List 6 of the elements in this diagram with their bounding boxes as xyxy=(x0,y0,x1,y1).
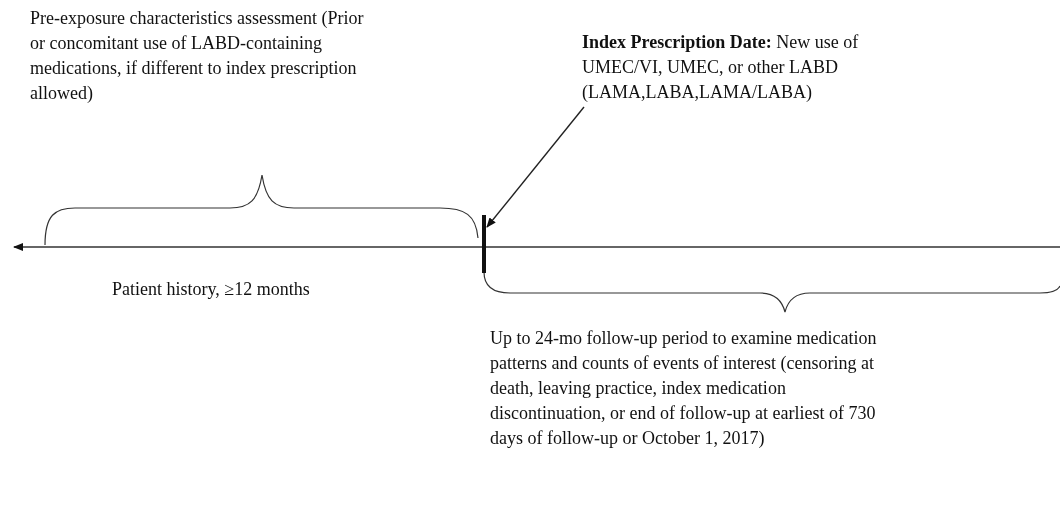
annotation-text: Up to 24-mo follow-up period to examine medication patterns and counts of events of interest (censoring at death, leaving practice, index medication discontinuation, or end of follow-up at earliest of 730 days of follow-up or October 1, 2017) xyxy=(490,327,878,450)
leader-arrow xyxy=(486,106,585,228)
annotation-text: Index Prescription Date: New use of UMEC/VI, UMEC, or other LABD (LAMA,LABA,LAMA/LABA) xyxy=(582,30,922,105)
annotation-text: Pre-exposure characteristics assessment (Prior or concomitant use of LABD-containing medications, if different to index prescription allowed) xyxy=(30,7,365,105)
index-date-tick xyxy=(482,215,486,273)
period-label: Patient history, ≥12 months xyxy=(112,278,311,301)
